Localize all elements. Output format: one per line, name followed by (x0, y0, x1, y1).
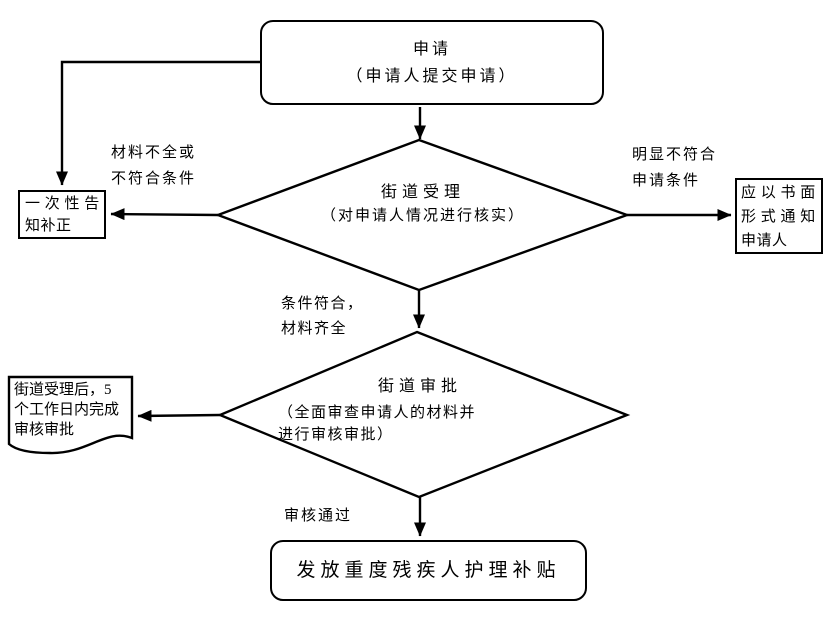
start-node-application: 申请 （申请人提交申请） (260, 20, 604, 105)
decision1-title: 街道受理 (380, 184, 465, 201)
arrow-decision1-to-notify-correction (110, 208, 219, 221)
edge-label-materials-incomplete: 材料不全或 不符合条件 (111, 145, 197, 187)
decision2-title: 街道审批 (377, 378, 462, 395)
decision2-subtitle: （全面审查申请人的材料并 进行审核审批） (278, 405, 477, 443)
decision1-subtitle: （对申请人情况进行核实） (320, 208, 525, 224)
end-node-grant-subsidy: 发放重度残疾人护理补贴 (270, 540, 587, 601)
document-note-text: 街道受理后，5 个工作日内完成 审核审批 (14, 382, 120, 438)
edge-label-conditions-met: 条件符合， 材料齐全 (281, 296, 364, 337)
arrow-start-to-notify-correction (56, 60, 262, 186)
arrow-decision2-to-document (137, 409, 221, 422)
edge-label-approved: 审核通过 (284, 508, 353, 524)
document-shape-review-deadline (7, 375, 134, 455)
notify-correction-box: 一 次 性 告 知补正 (18, 190, 106, 239)
written-notice-box: 应 以 书 面 形 式 通 知 申请人 (735, 178, 823, 254)
edge-label-clearly-ineligible: 明显不符合 申请条件 (632, 147, 718, 189)
